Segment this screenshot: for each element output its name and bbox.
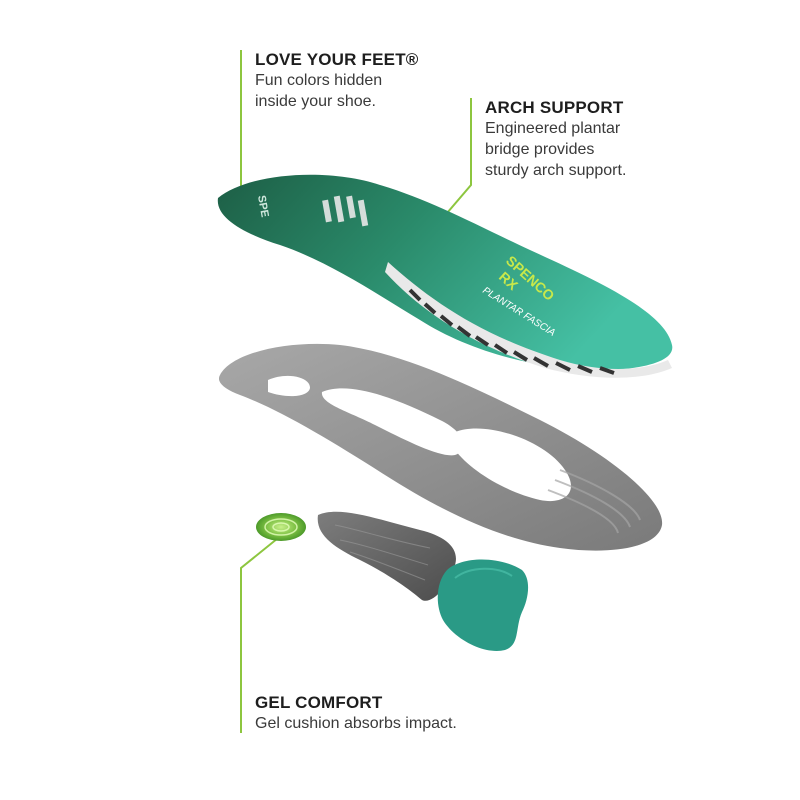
heel-gel-disc — [256, 513, 306, 541]
callout-title: LOVE YOUR FEET® — [255, 50, 419, 69]
callout-gel-comfort: GEL COMFORT Gel cushion absorbs impact. — [255, 693, 555, 734]
arch-gel-pad — [317, 511, 456, 601]
callout-description: Fun colors hidden inside your shoe. — [255, 72, 383, 110]
callout-description: Engineered plantar bridge provides sturd… — [485, 120, 627, 179]
callout-title: ARCH SUPPORT — [485, 98, 624, 117]
top-cover-layer: SPE SPENCO RX PLANTAR FASCIA — [217, 174, 673, 378]
forefoot-gel-pad — [437, 559, 529, 651]
callout-title: GEL COMFORT — [255, 693, 383, 712]
leader-line-gel — [240, 529, 289, 733]
shell-layer — [218, 343, 663, 551]
callout-arch-support: ARCH SUPPORT Engineered plantar bridge p… — [485, 98, 685, 181]
callout-description: Gel cushion absorbs impact. — [255, 715, 457, 732]
callout-love-your-feet: LOVE YOUR FEET® Fun colors hidden inside… — [255, 50, 455, 112]
insole-heel-mark: SPE — [255, 194, 271, 218]
